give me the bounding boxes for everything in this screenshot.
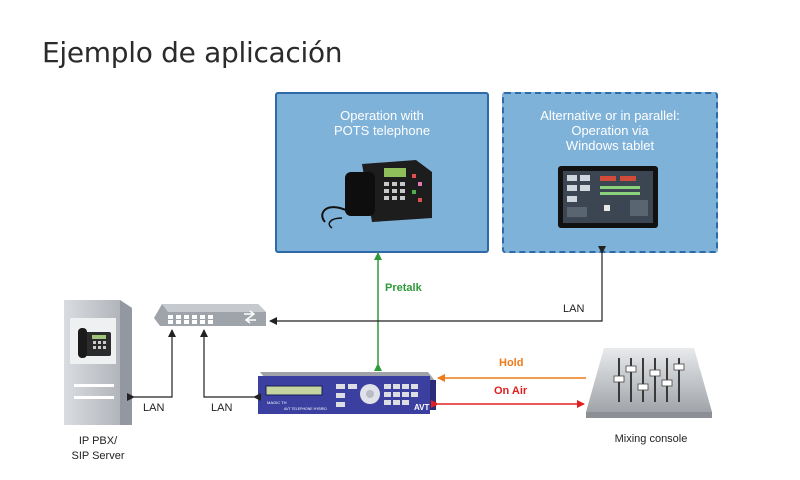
- tablet-box-line2: Operation via: [571, 123, 649, 138]
- lan-device-link: [200, 329, 261, 401]
- lan-tablet-link: [269, 246, 606, 325]
- tablet-box-caption: Alternative or in parallel: Operation vi…: [504, 108, 716, 153]
- tablet-box-line1: Alternative or in parallel:: [540, 108, 680, 123]
- page-title: Ejemplo de aplicación: [42, 36, 343, 69]
- connection-lines: [127, 246, 606, 408]
- hybrid-brand-text: AVT: [414, 403, 430, 412]
- hybrid-icon: MAGIC TH AVT TELEPHONE HYBRID AVT: [258, 372, 436, 414]
- server-icon: [64, 300, 132, 425]
- lan-pbx-label: LAN: [143, 402, 165, 414]
- tablet-box-line3: Windows tablet: [565, 138, 655, 153]
- pots-box-line1: Operation with: [340, 108, 424, 123]
- mixer-icon: [586, 348, 712, 418]
- pots-box-line2: POTS telephone: [333, 123, 431, 138]
- mixer-caption: Mixing console: [614, 433, 688, 445]
- pretalk-label: Pretalk: [385, 282, 422, 294]
- on-air-label: On Air: [494, 385, 528, 397]
- hybrid-sub-text: AVT TELEPHONE HYBRID: [284, 407, 327, 411]
- pbx-caption: IP PBX/ SIP Server: [48, 434, 148, 464]
- lan-pbx-link: [127, 329, 176, 401]
- pbx-caption-line1: IP PBX/: [78, 435, 118, 447]
- phone-icon: [321, 160, 432, 229]
- lan-tablet-label: LAN: [563, 303, 585, 315]
- pbx-caption-line2: SIP Server: [71, 450, 125, 462]
- hybrid-model-text: MAGIC TH: [267, 400, 287, 405]
- switch-icon: [154, 304, 266, 326]
- hold-label: Hold: [499, 357, 524, 369]
- lan-device-label: LAN: [211, 402, 233, 414]
- pots-box-caption: Operation with POTS telephone: [277, 108, 487, 138]
- tablet-icon: [558, 166, 658, 228]
